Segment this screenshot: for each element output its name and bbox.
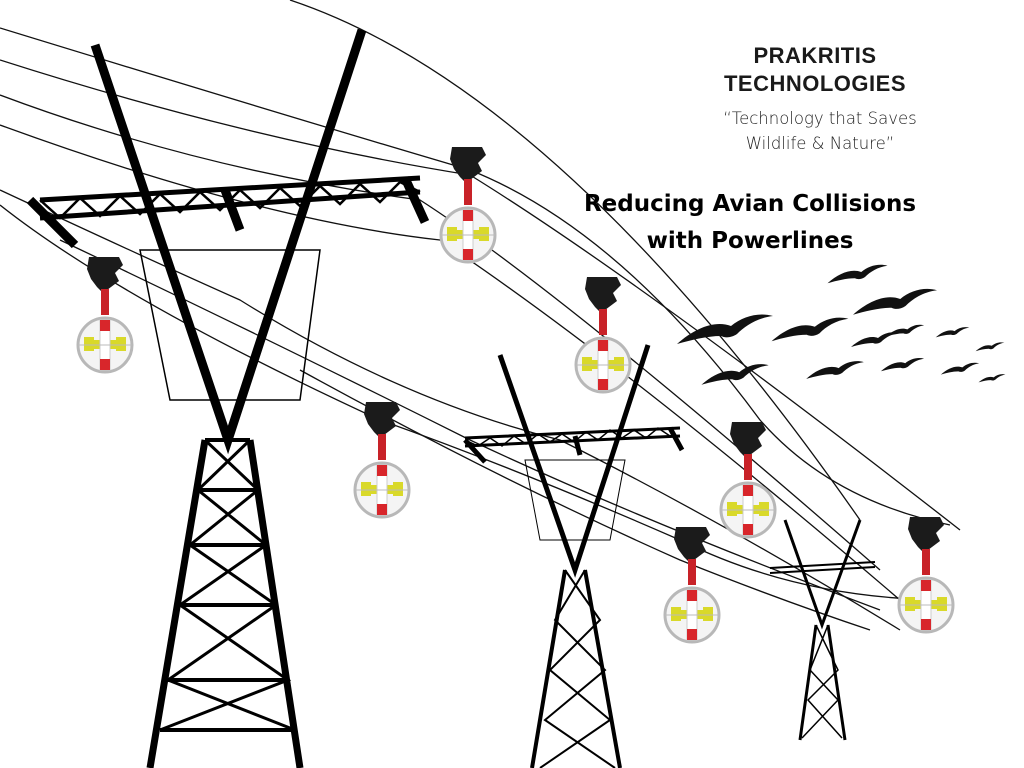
transmission-tower-large (26, 28, 430, 768)
bird-silhouette (978, 374, 1006, 383)
transmission-tower-small (769, 519, 876, 741)
bird-silhouette (853, 288, 937, 315)
bird-silhouette (827, 264, 888, 284)
brand-logo-text: PRAKRITIS TECHNOLOGIES (690, 42, 940, 98)
headline-line2: with Powerlines (646, 228, 854, 254)
tagline: “Technology that Saves Wildlife & Nature… (690, 106, 950, 156)
bird-silhouette (701, 364, 769, 385)
bird-silhouette (771, 317, 849, 342)
bird-silhouette (935, 327, 970, 338)
bird-diverter (76, 255, 134, 374)
bird-diverter (897, 515, 955, 634)
headline-line1: Reducing Avian Collisions (583, 191, 917, 217)
bird-silhouette (880, 358, 925, 372)
bird-diverter (574, 275, 632, 394)
tagline-line2: Wildlife & Nature” (745, 134, 895, 153)
tagline-line1: “Technology that Saves (723, 109, 917, 128)
brand-name-line2: TECHNOLOGIES (723, 71, 906, 96)
headline: Reducing Avian Collisions with Powerline… (560, 186, 940, 260)
transmission-tower-medium (463, 344, 685, 768)
bird-silhouette (975, 342, 1005, 352)
bird-silhouette (806, 361, 864, 379)
bird-silhouette (940, 362, 980, 375)
bird-silhouette (885, 324, 925, 337)
bird-silhouette (677, 314, 773, 344)
brand-name-line1: PRAKRITIS (753, 43, 877, 68)
bird-diverter (353, 400, 411, 519)
bird-flock (677, 264, 1006, 385)
